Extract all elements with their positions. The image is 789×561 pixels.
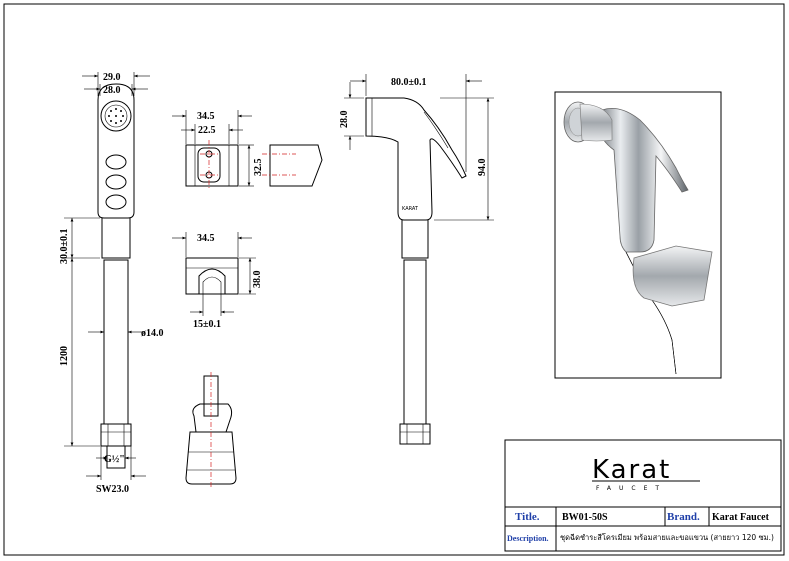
dim-holder-height: 32.5	[253, 159, 264, 177]
front-nozzle-outer	[100, 100, 132, 132]
side-hose	[403, 259, 427, 425]
dim-nut-width: SW23.0	[96, 484, 129, 495]
photo-handle	[597, 107, 689, 253]
side-hose-nut	[399, 423, 431, 445]
front-grip-oval-3	[105, 194, 127, 210]
brand-value: Karat Faucet	[712, 512, 770, 523]
front-grip-oval-2	[105, 174, 127, 190]
dim-side-head: 28.0	[339, 111, 350, 129]
dim-holder2-height: 38.0	[252, 271, 263, 289]
front-grip-oval-1	[105, 154, 127, 170]
sheet-border	[3, 3, 785, 556]
front-neck	[101, 218, 131, 259]
product-photo	[554, 91, 722, 379]
holder-view-1: 34.5 22.5 32.5	[172, 110, 323, 190]
dim-top-outer-width: 29.0	[103, 72, 121, 83]
front-head-outline	[97, 83, 135, 219]
description-label: Description.	[507, 534, 549, 543]
brand-logo-sub: FAUCET	[596, 485, 667, 492]
photo-holder	[632, 245, 713, 307]
holder-2-outline	[185, 257, 239, 295]
title-block: Karat FAUCET Title. BW01-50S Brand. Kara…	[504, 439, 782, 552]
brand-logo: Karat	[592, 455, 671, 485]
holder-head-in-cradle	[185, 431, 237, 485]
holder-1-side-profile	[269, 144, 323, 187]
holder-view-2: 34.5 38.0 15±0.1	[172, 232, 263, 330]
side-head-outline	[365, 97, 467, 221]
holder-1-outline	[185, 144, 239, 187]
front-view: 29.0 28.0 30.0±0.1 1200 ø14.0 G½" SW23.0	[59, 72, 164, 495]
side-neck	[401, 220, 429, 259]
description-value: ชุดฉีดชำระสีโครเมียม พร้อมสายและขอแขวน (…	[560, 533, 774, 542]
side-view: KARAT 80.0±0.1 28.0 94.0	[339, 74, 494, 445]
front-nozzle-inner	[104, 104, 128, 128]
brand-label: Brand.	[667, 511, 700, 523]
side-brand-mark: KARAT	[402, 206, 419, 212]
front-hose-nut	[100, 423, 132, 447]
dim-side-length: 80.0±0.1	[391, 77, 427, 88]
dim-holder-width: 34.5	[197, 111, 215, 122]
title-label: Title.	[515, 511, 540, 523]
title-value: BW01-50S	[562, 512, 608, 523]
dim-top-inner-width: 28.0	[103, 85, 121, 96]
dim-hose-diameter: ø14.0	[141, 328, 164, 339]
dim-side-height: 94.0	[477, 159, 488, 177]
dim-holder-inner: 22.5	[198, 125, 216, 136]
holder-with-head-view	[185, 372, 237, 488]
dim-neck-length: 30.0±0.1	[59, 229, 70, 265]
dim-thread: G½"	[104, 454, 125, 465]
dim-hose-length: 1200	[59, 346, 70, 366]
front-hose	[103, 259, 129, 425]
title-block-frame	[504, 439, 782, 552]
dim-holder2-width: 34.5	[197, 233, 215, 244]
dim-holder2-slot: 15±0.1	[193, 319, 221, 330]
front-nozzle-holes	[108, 108, 124, 124]
